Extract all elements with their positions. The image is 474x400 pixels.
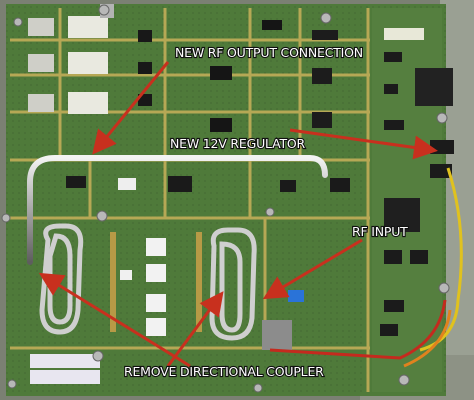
qfp-chip-mid — [384, 198, 420, 232]
sticker-gray — [262, 320, 292, 350]
directional-coupler-right — [209, 227, 257, 341]
mounting-screws — [1, 4, 450, 393]
wire-red — [269, 299, 447, 360]
sticker-label-1 — [30, 354, 100, 368]
wire-orange — [403, 309, 452, 368]
rf-cable-semirigid — [27, 155, 328, 265]
qfp-chip-top — [415, 68, 453, 106]
annotation-arrows — [38, 61, 438, 368]
blue-trimmer — [288, 290, 304, 302]
mid-components — [66, 176, 350, 192]
power-transistors — [110, 232, 202, 336]
sticker-label-2 — [30, 370, 100, 384]
label-rf-output: NEW RF OUTPUT CONNECTION — [175, 45, 363, 60]
amp-stages — [28, 4, 338, 132]
directional-coupler-left — [39, 223, 84, 335]
small-ics-right — [380, 52, 454, 336]
label-rf-input: RF INPUT — [352, 224, 408, 239]
white-cap — [120, 270, 132, 280]
label-regulator: NEW 12V REGULATOR — [170, 136, 306, 151]
connector-header — [384, 28, 424, 40]
label-coupler: REMOVE DIRECTIONAL COUPLER — [124, 364, 324, 379]
